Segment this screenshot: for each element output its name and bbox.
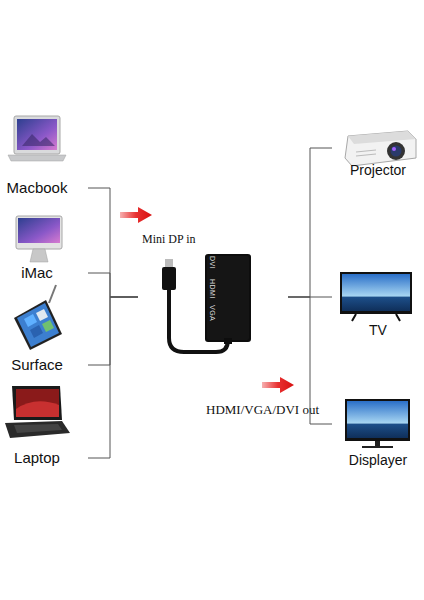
device-caption: Surface [0,357,74,373]
imac-illustration [16,216,62,262]
output-arrow [262,377,294,393]
tv-illustration [340,272,412,321]
projector-illustration [345,131,416,166]
device-box: Laptop [0,384,88,466]
device-box: iMac [0,214,88,282]
device-caption: Projector [332,162,424,178]
connector-line [288,297,332,424]
connector-line [88,297,138,458]
device-caption: Macbook [0,180,74,196]
signal-label: HDMI/VGA/DVI out [206,402,319,418]
port-label: DVI [208,256,217,269]
device-box: Surface [0,298,88,374]
connector-line [88,188,138,297]
device-caption: iMac [0,265,74,281]
device-box: TV [332,268,424,340]
adapter-box: DVI HDMI VGA [138,248,288,363]
macbook-illustration [8,116,66,161]
connector-line [88,273,138,297]
device-caption: TV [332,322,424,338]
connector-line [288,148,332,297]
device-box: Displayer [332,396,424,470]
device-box: Projector [332,126,424,182]
device-caption: Displayer [332,452,424,468]
signal-label: Mini DP in [142,232,196,247]
port-label: VGA [208,305,217,321]
device-box: Macbook [0,110,88,202]
connector-line [288,297,332,298]
monitor-illustration [345,399,410,448]
input-arrow [120,207,152,223]
connector-line [88,297,138,365]
laptop-illustration [5,386,70,438]
device-caption: Laptop [0,450,74,466]
adapter-illustration [162,254,251,352]
surface-illustration [14,285,62,350]
port-label: HDMI [208,279,217,299]
